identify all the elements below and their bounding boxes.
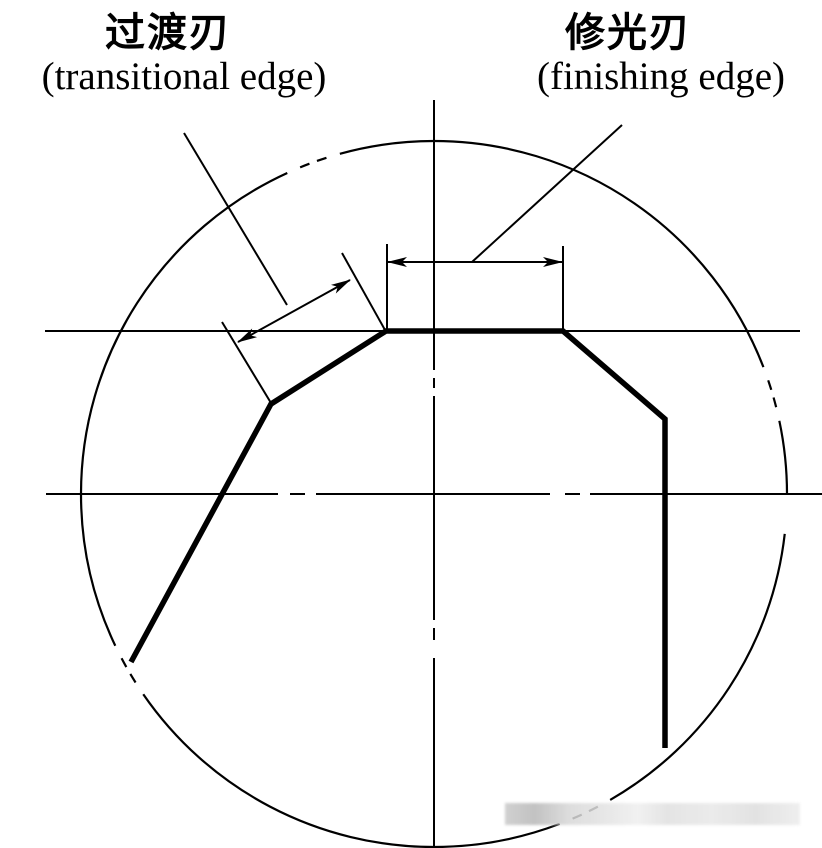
transitional-edge-label-chinese: 过渡刃 bbox=[105, 10, 231, 55]
finishing-edge-dimension bbox=[386, 124, 623, 331]
finishing-edge-leader bbox=[471, 124, 623, 263]
finishing-edge-label-chinese: 修光刃 bbox=[565, 10, 691, 55]
transitional-edge-label-english: (transitional edge) bbox=[41, 55, 327, 98]
tool-cutting-profile bbox=[128, 328, 668, 748]
transitional-edge-dimension bbox=[183, 132, 386, 404]
transitional-edge-leader bbox=[183, 132, 288, 306]
finishing-edge-label-english: (finishing edge) bbox=[536, 55, 785, 98]
blurred-watermark bbox=[505, 803, 800, 825]
